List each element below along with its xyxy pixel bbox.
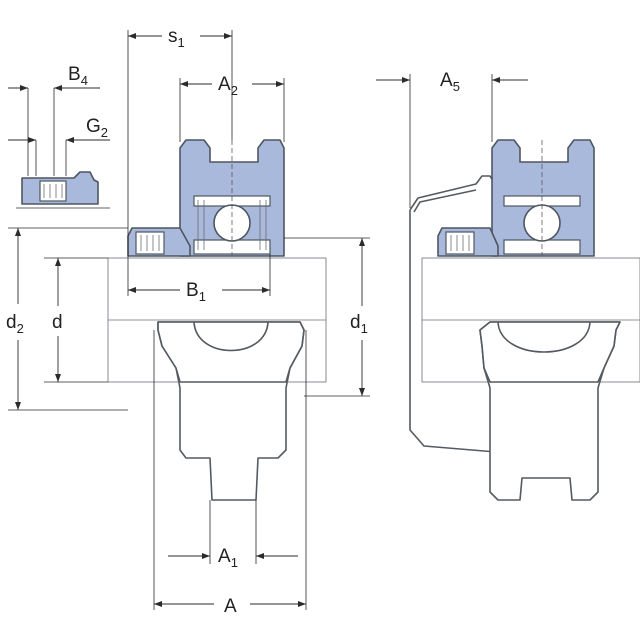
collar2-set-screw <box>445 231 475 255</box>
label-d2: d2 <box>6 312 24 336</box>
housing-bore-arc-front <box>193 321 269 352</box>
d-arrow-top <box>55 258 61 266</box>
collar-set-screw <box>135 231 165 255</box>
bearing-seals <box>197 200 267 250</box>
cover-inner <box>413 189 477 213</box>
a2-arrow-left <box>180 81 188 87</box>
detail-hatch <box>43 184 63 198</box>
d-arrow-bottom <box>55 374 61 382</box>
a1-arrow-left <box>202 553 210 559</box>
label-b1: B1 <box>186 280 206 304</box>
detail-insert-collar <box>39 180 67 202</box>
d1-arrow-top <box>359 238 365 246</box>
b1-arrow-left <box>128 287 136 293</box>
label-a1: A1 <box>218 546 238 570</box>
a5-arrow-left <box>402 77 410 83</box>
a5-arrow-right <box>492 77 500 83</box>
a-arrow-left <box>154 601 162 607</box>
label-s1: s1 <box>168 26 185 50</box>
detail-view-insert <box>8 85 110 209</box>
g2-arrow-left <box>28 137 36 143</box>
second-unit <box>409 139 640 501</box>
label-d: d <box>52 312 63 333</box>
label-a5: A5 <box>440 70 460 94</box>
dimension-labels: s1 A2 A5 B4 G2 B1 d2 d d1 A1 A <box>6 26 460 617</box>
housing2-bore-arc <box>497 321 591 353</box>
dimensions <box>8 30 528 610</box>
g2-arrow-right <box>66 137 74 143</box>
collar2-hatch <box>450 235 470 251</box>
cover-side <box>409 210 497 453</box>
a2-arrow-right <box>276 81 284 87</box>
d2-arrow-bottom <box>15 402 21 410</box>
main-unit <box>107 139 327 501</box>
label-d1: d1 <box>350 312 368 336</box>
b4-arrow-left <box>20 85 28 91</box>
label-b4: B4 <box>68 64 88 88</box>
housing-over-shaft <box>157 321 305 383</box>
s1-arrow-left <box>128 33 136 39</box>
s1-arrow-right <box>224 33 232 39</box>
d2-arrow-top <box>15 228 21 236</box>
label-a: A <box>224 596 237 617</box>
d1-arrow-bottom <box>359 388 365 396</box>
b1-arrow-right <box>262 287 270 293</box>
collar-hatch <box>140 235 160 251</box>
a-arrow-right <box>298 601 306 607</box>
label-a2: A2 <box>218 74 238 98</box>
a1-arrow-right <box>256 553 264 559</box>
b4-arrow-right <box>54 85 62 91</box>
label-g2: G2 <box>86 116 108 140</box>
